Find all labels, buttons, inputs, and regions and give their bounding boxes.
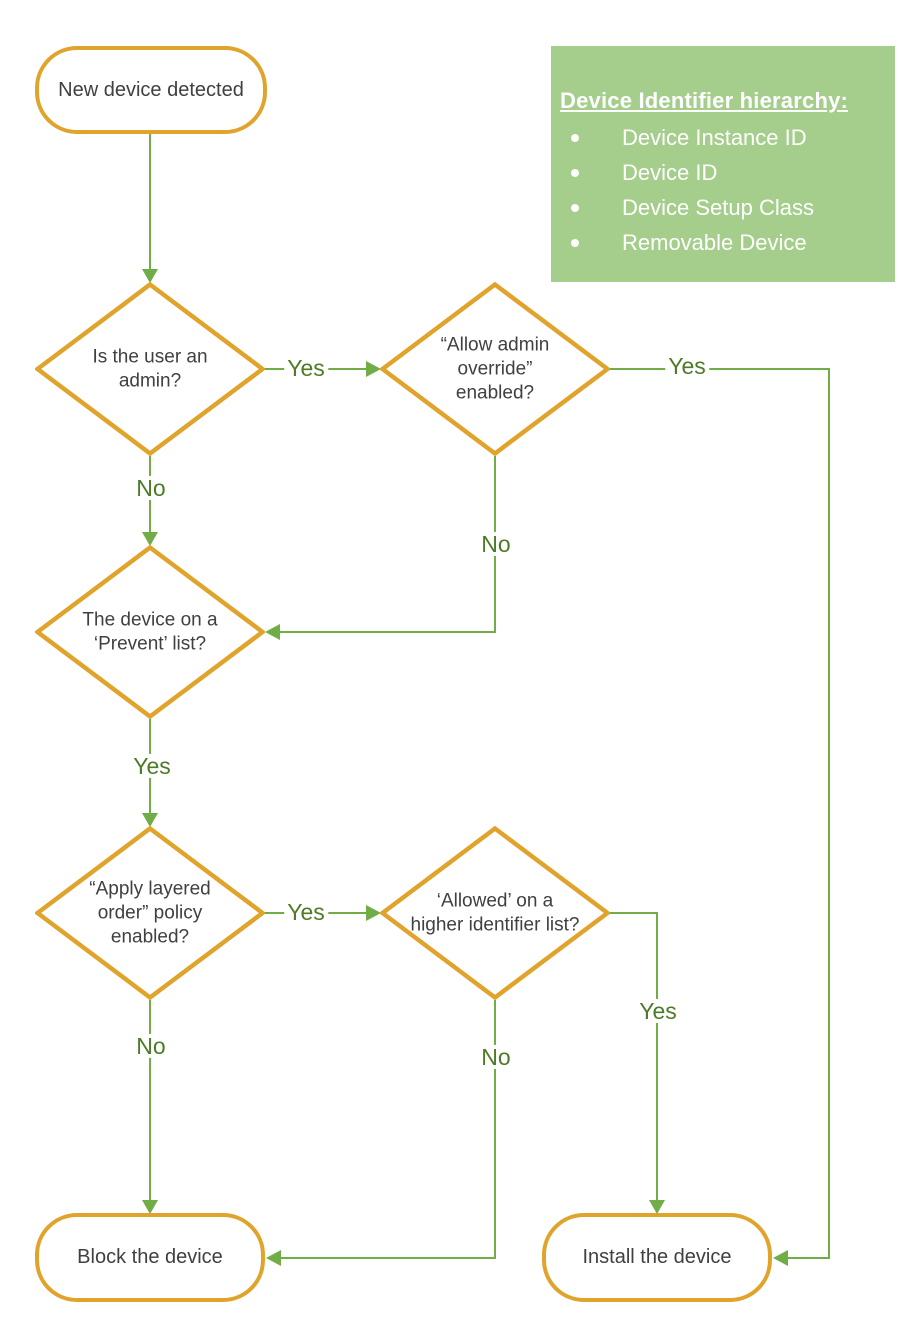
edge-label-layered-yes: Yes xyxy=(284,900,328,924)
bullet-icon xyxy=(571,239,579,247)
node-start: New device detected xyxy=(35,46,267,134)
edge-label-admin-no: No xyxy=(133,476,169,500)
edge-label-higher-yes: Yes xyxy=(636,999,680,1023)
node-allowed-higher-label: ‘Allowed’ on a higher identifier list? xyxy=(410,890,580,935)
arrowhead-down-icon xyxy=(142,813,158,827)
edge-override-no-to-prevent xyxy=(280,456,496,633)
edge-higher-yes-to-install xyxy=(610,912,658,1200)
arrowhead-left-icon xyxy=(266,1250,281,1266)
edge-label-override-no: No xyxy=(478,532,514,556)
arrowhead-left-icon xyxy=(773,1250,788,1266)
list-item: Device ID xyxy=(560,160,885,186)
node-block-device-label: Block the device xyxy=(77,1246,223,1268)
arrowhead-down-icon xyxy=(142,532,158,546)
list-item: Device Instance ID xyxy=(560,125,885,151)
edge-override-yes-to-install xyxy=(610,368,830,1259)
bullet-icon xyxy=(571,134,579,142)
node-block-device: Block the device xyxy=(35,1213,265,1302)
node-install-device-label: Install the device xyxy=(582,1246,732,1268)
arrowhead-down-icon xyxy=(142,269,158,283)
node-allowed-higher: ‘Allowed’ on a higher identifier list? xyxy=(380,826,610,1000)
edge-label-override-yes: Yes xyxy=(665,354,709,378)
edge-label-admin-yes: Yes xyxy=(284,356,328,380)
arrowhead-right-icon xyxy=(366,361,381,377)
node-layered-order-label: “Apply layered order” policy enabled? xyxy=(89,878,211,947)
edge-label-prevent-yes: Yes xyxy=(130,754,174,778)
list-item: Device Setup Class xyxy=(560,195,885,221)
bullet-icon xyxy=(571,169,579,177)
arrowhead-left-icon xyxy=(265,624,280,640)
bullet-icon xyxy=(571,204,579,212)
edge-label-layered-no: No xyxy=(133,1034,169,1058)
arrowhead-right-icon xyxy=(366,905,381,921)
arrowhead-down-icon xyxy=(649,1200,665,1214)
device-identifier-hierarchy-box: Device Identifier hierarchy: Device Inst… xyxy=(551,46,895,282)
node-install-device: Install the device xyxy=(542,1213,772,1302)
info-box-title: Device Identifier hierarchy: xyxy=(560,88,849,113)
info-box-list: Device Instance ID Device ID Device Setu… xyxy=(560,125,885,256)
node-layered-order: “Apply layered order” policy enabled? xyxy=(35,826,265,1000)
edge-higher-no-to-block xyxy=(280,1000,496,1259)
node-prevent-list-label: The device on a ‘Prevent’ list? xyxy=(82,609,218,654)
arrowhead-down-icon xyxy=(142,1200,158,1214)
node-admin-check-label: Is the user an admin? xyxy=(92,346,208,391)
node-admin-override: “Allow admin override” enabled? xyxy=(380,282,610,456)
node-admin-check: Is the user an admin? xyxy=(35,282,265,456)
node-admin-override-label: “Allow admin override” enabled? xyxy=(440,334,550,403)
node-prevent-list: The device on a ‘Prevent’ list? xyxy=(35,545,265,719)
list-item: Removable Device xyxy=(560,230,885,256)
node-start-label: New device detected xyxy=(58,78,244,101)
edge-label-higher-no: No xyxy=(478,1045,514,1069)
